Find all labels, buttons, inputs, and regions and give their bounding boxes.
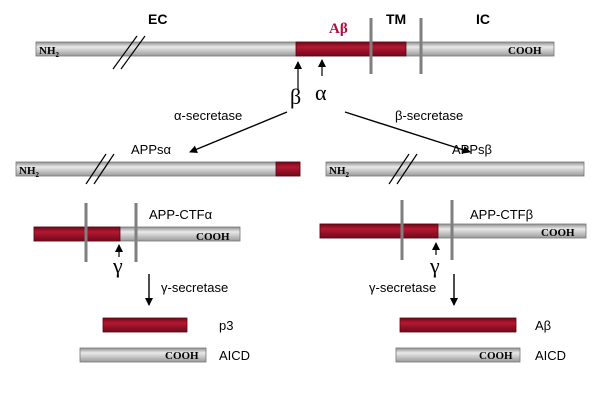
alpha-secretase-label: α-secretase — [174, 108, 242, 123]
c-terminus-label: COOH — [508, 45, 542, 57]
apps-alpha-abeta-part — [275, 161, 301, 177]
break-mark-3 — [85, 153, 107, 185]
apps-alpha-n-terminus: NH2 — [19, 165, 40, 179]
ctf-beta-gamma-label: γ — [429, 253, 440, 278]
aicd-bar-right — [395, 347, 521, 363]
ctf-beta-abeta-part — [319, 223, 439, 239]
gamma-secretase-label-right: γ-secretase — [369, 280, 436, 295]
ctf-beta-fragment: APP-CTFβ COOH γ — [319, 200, 587, 278]
alpha-secretase-arrow — [189, 111, 288, 154]
ctf-beta-c-terminus: COOH — [541, 227, 575, 239]
abeta-product-label: Aβ — [535, 318, 551, 333]
beta-secretase-label: β-secretase — [395, 108, 463, 123]
alpha-site-label: α — [315, 80, 327, 105]
break-mark-4 — [93, 153, 115, 185]
beta-site-label: β — [290, 84, 301, 109]
p3-bar — [102, 317, 188, 333]
aicd-right-c-terminus: COOH — [479, 350, 513, 362]
apps-beta-fragment: APPsβ NH2 — [325, 142, 585, 185]
app-extracellular-bar — [35, 41, 555, 57]
ctf-alpha-fragment: APP-CTFα COOH γ — [33, 203, 241, 278]
break-mark-2 — [120, 35, 146, 70]
apps-beta-bar — [325, 161, 585, 177]
break-mark-6 — [396, 153, 418, 185]
apps-beta-n-terminus: NH2 — [329, 165, 350, 179]
aicd-left-c-terminus: COOH — [165, 350, 199, 362]
gamma-secretase-label-left: γ-secretase — [161, 280, 228, 295]
tm-label: TM — [386, 11, 406, 27]
p3-label: p3 — [219, 318, 233, 333]
ctf-alpha-label: APP-CTFα — [149, 207, 213, 222]
aicd-bar-left — [79, 347, 207, 363]
apps-alpha-label: APPsα — [131, 142, 172, 157]
apps-alpha-fragment: APPsα NH2 — [15, 142, 301, 185]
ctf-alpha-gamma-label: γ — [112, 253, 123, 278]
beta-secretase-arrow — [344, 111, 471, 154]
n-terminus-label: NH2 — [39, 45, 60, 59]
ctf-alpha-p3-part — [33, 226, 121, 242]
full-app-protein: EC Aβ TM IC NH2 COOH β α — [35, 11, 555, 109]
abeta-region-label: Aβ — [329, 21, 348, 37]
abeta-product-bar — [399, 317, 517, 333]
ctf-beta-label: APP-CTFβ — [470, 207, 533, 222]
aicd-label-right: AICD — [535, 348, 566, 363]
abeta-domain-bar — [295, 41, 407, 57]
ic-label: IC — [476, 11, 490, 27]
ec-label: EC — [148, 11, 167, 27]
apps-alpha-bar — [15, 161, 301, 177]
aicd-label-left: AICD — [219, 348, 250, 363]
break-mark-5 — [388, 153, 410, 185]
ctf-alpha-c-terminus: COOH — [196, 231, 230, 243]
break-mark-1 — [112, 35, 138, 70]
apps-beta-label: APPsβ — [452, 142, 492, 157]
